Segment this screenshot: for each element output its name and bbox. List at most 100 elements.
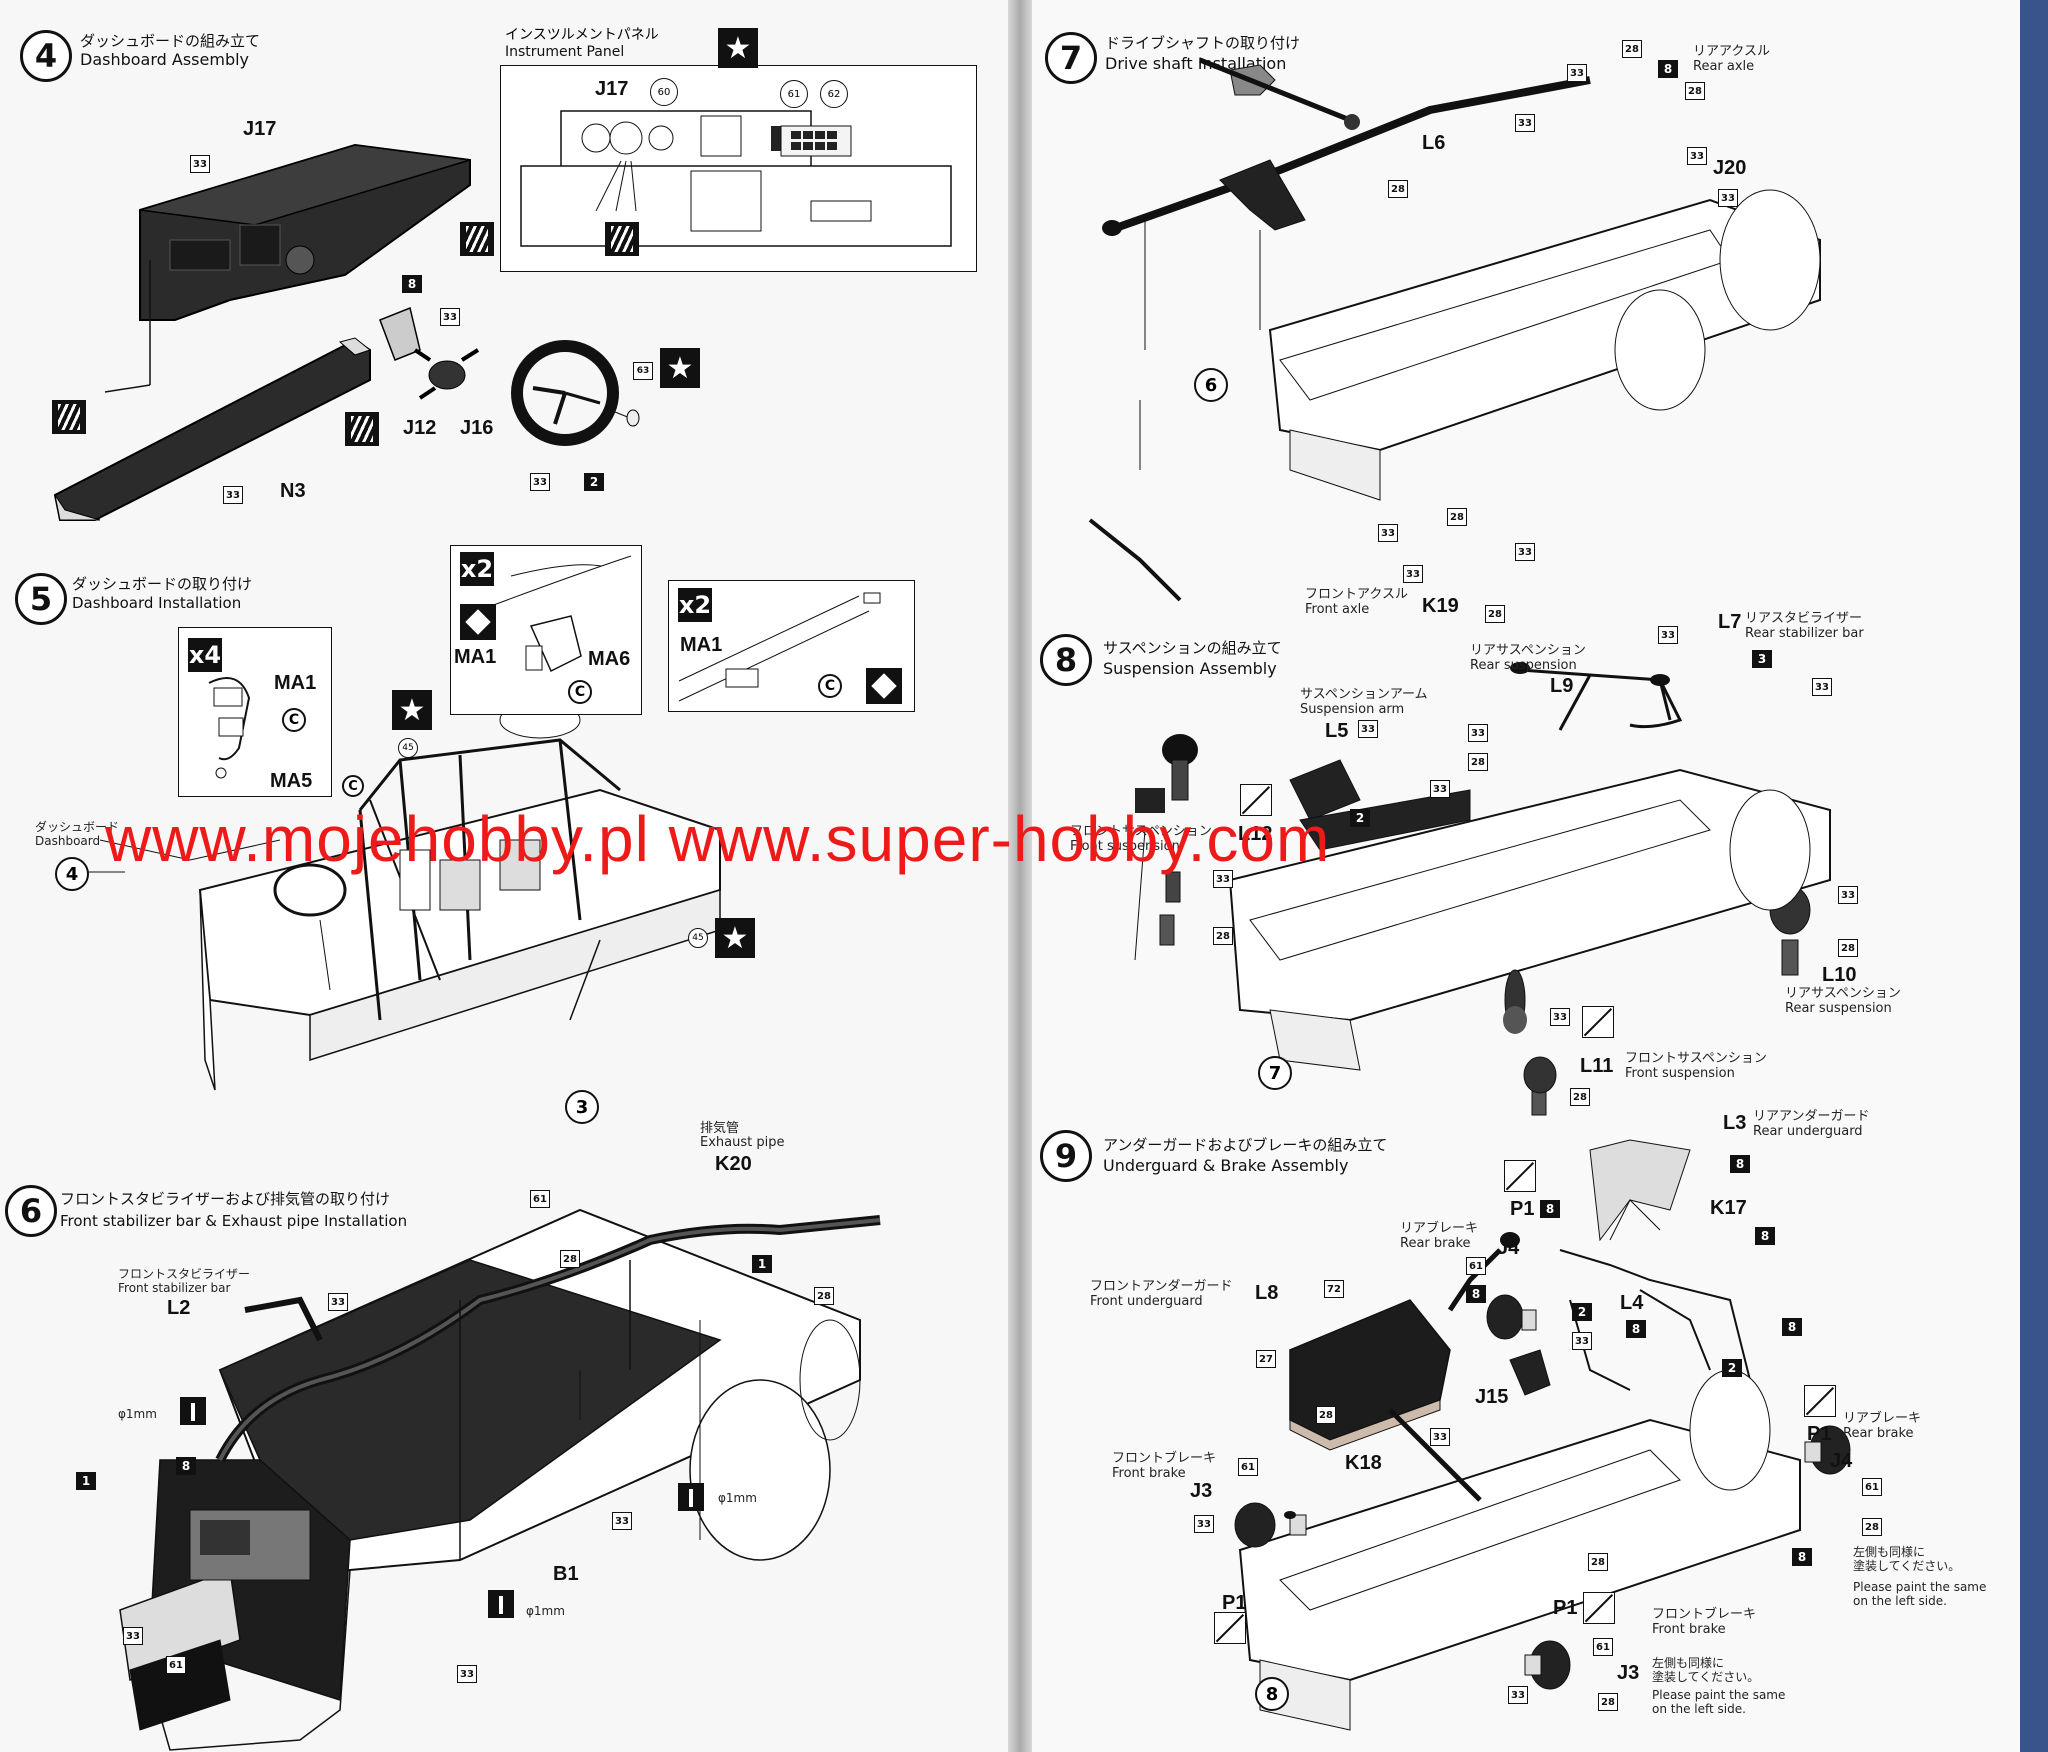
paint-color-badge: 33 <box>1515 114 1535 132</box>
paint-color-badge: 2 <box>1350 809 1370 827</box>
instrument-panel-inset <box>500 65 977 272</box>
paint-color-62: 62 <box>820 80 848 108</box>
part-l4: L4 <box>1620 1292 1644 1314</box>
paint-color-45: 45 <box>688 928 708 948</box>
part-p1: P1 <box>1553 1597 1578 1619</box>
paint-color-badge: 8 <box>1466 1285 1486 1303</box>
exhaust-label-en: Exhaust pipe <box>700 1135 785 1150</box>
dashboard-label-jp: ダッシュボード <box>35 820 120 834</box>
part-p1: P1 <box>1510 1198 1535 1220</box>
paint-color-badge: 33 <box>440 308 460 326</box>
front-brake-en: Front brake <box>1112 1466 1186 1481</box>
paint-color-badge: 1 <box>76 1472 96 1490</box>
front-suspension-en: Front suspension <box>1625 1066 1735 1081</box>
paint-color-badge: 8 <box>1792 1548 1812 1566</box>
part-j16: J16 <box>460 417 494 439</box>
part-l12: L12 <box>1238 823 1273 845</box>
paint-color-badge: 33 <box>223 486 243 504</box>
part-b1: B1 <box>553 1563 579 1585</box>
no-paint-icon <box>1583 1592 1615 1624</box>
paint-color-badge: 8 <box>1540 1200 1560 1218</box>
paint-color-badge: 33 <box>190 155 210 173</box>
paint-color-badge: 33 <box>1838 886 1858 904</box>
no-paint-icon <box>1504 1160 1536 1192</box>
paint-color-badge: 28 <box>1588 1553 1608 1571</box>
quantity-icon: x2 <box>460 552 494 586</box>
paint-color-badge: 28 <box>1485 605 1505 623</box>
paint-color-badge: 33 <box>1718 189 1738 207</box>
rear-suspension-jp: リアサスペンション <box>1470 643 1586 658</box>
drill-icon <box>488 1590 514 1618</box>
quantity-icon: x2 <box>678 588 712 622</box>
front-underguard-en: Front underguard <box>1090 1294 1203 1309</box>
exhaust-installation-drawing <box>119 1208 881 1751</box>
stabilizer-label-jp: フロントスタビライザー <box>118 1267 251 1281</box>
rear-axle-en: Rear axle <box>1693 59 1755 74</box>
front-suspension-en-hidden: Front suspension <box>1070 839 1180 854</box>
part-l3: L3 <box>1723 1112 1747 1134</box>
paint-color-badge: 61 <box>1466 1257 1486 1275</box>
paint-color-badge: 33 <box>328 1293 348 1311</box>
seatbelt-inset-3 <box>668 580 915 712</box>
rear-underguard-jp: リアアンダーガード <box>1753 1109 1870 1124</box>
rear-brake-2-en: Rear brake <box>1843 1426 1914 1441</box>
part-j4: J4 <box>1830 1450 1853 1472</box>
front-suspension-jp: フロントサスペンション <box>1625 1051 1767 1066</box>
paint-color-badge: 8 <box>1730 1155 1750 1173</box>
step-9-number: 9 <box>1040 1130 1092 1182</box>
paint-color-badge: 33 <box>1403 565 1423 583</box>
part-j4: J4 <box>1497 1237 1520 1259</box>
step-ref-7: 7 <box>1258 1056 1292 1090</box>
part-l5: L5 <box>1325 720 1349 742</box>
paint-color-badge: 8 <box>1658 60 1678 78</box>
suspension-assembly-drawing <box>1134 662 1831 1116</box>
step-4-number: 4 <box>20 30 72 82</box>
paint-color-badge: 28 <box>1685 82 1705 100</box>
paint-color-45: 45 <box>398 738 418 758</box>
step-5-number: 5 <box>15 573 67 625</box>
step-4-title-en: Dashboard Assembly <box>80 50 250 69</box>
step-4-title-jp: ダッシュボードの組み立て <box>80 32 261 50</box>
suspension-arm-en: Suspension arm <box>1300 702 1405 717</box>
step-ref-8: 8 <box>1255 1677 1289 1711</box>
cement-icon: C <box>818 674 842 698</box>
paint-color-badge: 72 <box>1324 1280 1344 1298</box>
part-j12: J12 <box>403 417 437 439</box>
step-7-number: 7 <box>1045 32 1097 84</box>
part-j3: J3 <box>1190 1480 1213 1502</box>
paint-color-badge: 3 <box>1752 650 1772 668</box>
step-7-title-jp: ドライブシャフトの取り付け <box>1105 34 1301 52</box>
no-paint-icon <box>1240 784 1272 816</box>
part-j15: J15 <box>1475 1386 1509 1408</box>
paint-color-badge: 1 <box>752 1255 772 1273</box>
part-n3: N3 <box>280 480 306 502</box>
step-ref-4: 4 <box>55 857 89 891</box>
stabilizer-label-en: Front stabilizer bar <box>118 1281 231 1295</box>
rear-brake-en: Rear brake <box>1400 1236 1471 1251</box>
paint-color-badge: 33 <box>1515 543 1535 561</box>
part-k18: K18 <box>1345 1452 1382 1474</box>
rear-stabilizer-en: Rear stabilizer bar <box>1745 626 1864 641</box>
part-j20: J20 <box>1713 157 1747 179</box>
step-8-number: 8 <box>1040 634 1092 686</box>
paint-color-badge: 8 <box>176 1457 196 1475</box>
step-6-number: 6 <box>5 1185 57 1237</box>
paint-color-badge: 33 <box>1430 780 1450 798</box>
part-l8: L8 <box>1255 1282 1279 1304</box>
front-suspension-jp-hidden: フロントサスペンション <box>1070 824 1212 839</box>
diamond-icon <box>460 604 496 640</box>
part-ma5: MA5 <box>270 770 313 792</box>
paint-color-badge: 28 <box>1316 1406 1336 1424</box>
front-axle-en: Front axle <box>1305 602 1370 617</box>
paint-color-badge: 8 <box>1755 1227 1775 1245</box>
part-ma1: MA1 <box>454 646 497 668</box>
paint-color-badge: 28 <box>1838 939 1858 957</box>
paint-color-badge: 8 <box>1626 1320 1646 1338</box>
rear-suspension-2-en: Rear suspension <box>1785 1001 1892 1016</box>
paint-color-badge: 28 <box>1468 753 1488 771</box>
paint-color-badge: 28 <box>1213 927 1233 945</box>
step-8-title-jp: サスペンションの組み立て <box>1103 639 1282 657</box>
front-underguard-jp: フロントアンダーガード <box>1090 1279 1233 1294</box>
paint-color-badge: 33 <box>1213 870 1233 888</box>
part-k19: K19 <box>1422 595 1459 617</box>
